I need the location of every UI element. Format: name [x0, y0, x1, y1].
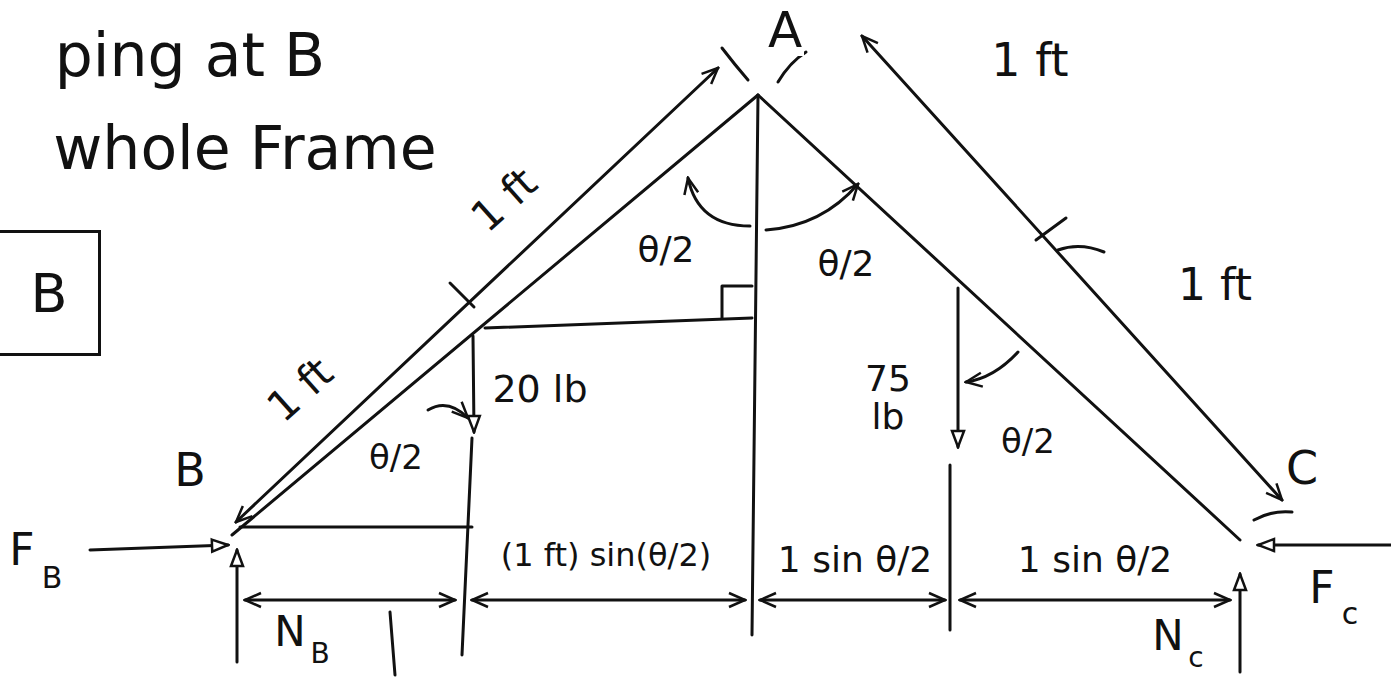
force-arrow	[1239, 574, 1242, 672]
joint-label: B	[172, 446, 208, 494]
angle-label: θ/2	[635, 231, 696, 269]
vertical-line	[462, 438, 472, 655]
extension-arc	[1058, 246, 1104, 252]
stray-stroke	[390, 612, 395, 675]
dimension-line	[245, 599, 455, 602]
note-text: whole Frame	[51, 117, 438, 180]
dimension-text: 1 ft	[462, 159, 547, 242]
horizontal-line	[485, 318, 752, 328]
extension-arc	[1254, 512, 1292, 520]
force-arrow	[90, 545, 228, 550]
load-arrow	[473, 336, 474, 432]
extension-arc	[722, 48, 748, 80]
dimension-text: 1 ft	[1176, 262, 1254, 308]
box-text: B	[30, 262, 67, 325]
dimension-text: 1 sin θ/2	[776, 541, 934, 579]
dimension-tick	[450, 283, 474, 307]
force-arrow	[236, 550, 239, 662]
dimension-line	[472, 599, 745, 602]
angle-arc	[766, 184, 858, 230]
force-label: N	[1150, 614, 1185, 658]
load-label: 75 lb	[856, 360, 920, 436]
angle-arc	[966, 352, 1018, 382]
angle-label: θ/2	[999, 424, 1057, 460]
dimension-text: 1 sin θ/2	[1016, 541, 1174, 579]
dimension-line	[862, 36, 1282, 500]
angle-label: θ/2	[367, 440, 425, 476]
joint-label: C	[1284, 444, 1320, 492]
angle-arc	[688, 178, 750, 226]
right-angle-mark	[722, 286, 752, 318]
vertical-line	[949, 465, 952, 630]
member-ac	[758, 95, 1240, 540]
boxed-answer: B	[0, 230, 101, 356]
dimension-tick	[1036, 218, 1066, 240]
load-arrow	[957, 288, 960, 447]
dimension-text: 1 ft	[258, 349, 343, 432]
force-label: N	[272, 610, 307, 654]
dimension-line	[760, 599, 945, 602]
angle-arc	[428, 406, 468, 419]
note-text: ping at B	[53, 24, 327, 87]
center-line	[752, 95, 758, 635]
dimension-text: 1 ft	[989, 36, 1070, 84]
force-subscript: B	[308, 639, 331, 668]
dimension-line	[960, 599, 1230, 602]
angle-label: θ/2	[815, 245, 876, 283]
joint-label: A	[766, 4, 804, 57]
extension-arc	[778, 52, 806, 82]
force-label: F	[1307, 565, 1336, 611]
force-subscript: c	[1340, 598, 1361, 630]
force-arrow	[1258, 544, 1391, 547]
dimension-text: (1 ft) sin(θ/2)	[499, 539, 713, 573]
load-label: 20 lb	[490, 370, 589, 410]
force-label: F	[7, 527, 36, 573]
force-subscript: c	[1186, 643, 1205, 672]
force-subscript: B	[40, 562, 65, 594]
horizontal-line	[240, 526, 472, 529]
